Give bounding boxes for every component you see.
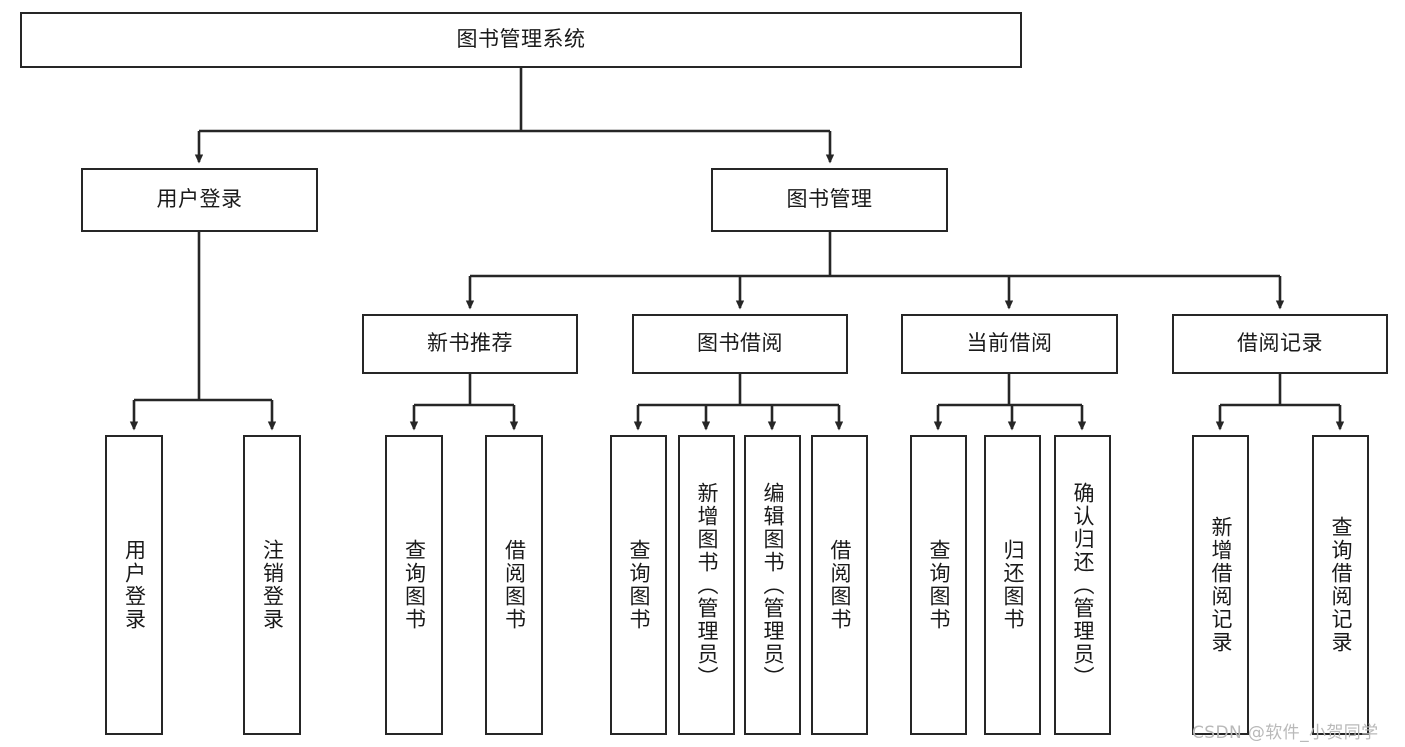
node-level2-0-label: 用户登录: [156, 187, 243, 212]
node-leaf-8[interactable]: 查询图书: [910, 435, 967, 735]
node-level3-3-label: 借阅记录: [1237, 331, 1323, 356]
node-leaf-0-label: 用户登录: [122, 539, 147, 631]
node-leaf-12-label: 查询借阅记录: [1329, 516, 1353, 654]
node-level2-0[interactable]: 用户登录: [81, 168, 318, 232]
node-leaf-4[interactable]: 查询图书: [610, 435, 667, 735]
node-level3-0-label: 新书推荐: [427, 331, 513, 356]
node-leaf-11-label: 新增借阅记录: [1209, 516, 1233, 654]
node-leaf-4-label: 查询图书: [627, 539, 651, 631]
node-leaf-11[interactable]: 新增借阅记录: [1192, 435, 1249, 735]
node-level3-3[interactable]: 借阅记录: [1172, 314, 1388, 374]
node-leaf-6[interactable]: 编辑图书（管理员）: [744, 435, 801, 735]
csdn-watermark: CSDN @软件_小贺同学: [1192, 723, 1379, 743]
node-leaf-3[interactable]: 借阅图书: [485, 435, 543, 735]
node-leaf-5-label: 新增图书（管理员）: [695, 481, 719, 689]
node-leaf-12[interactable]: 查询借阅记录: [1312, 435, 1369, 735]
node-level2-1-label: 图书管理: [786, 187, 873, 212]
node-level2-1[interactable]: 图书管理: [711, 168, 948, 232]
node-leaf-2-label: 查询图书: [402, 539, 427, 631]
node-leaf-10-label: 确认归还（管理员）: [1071, 481, 1095, 689]
node-level3-1-label: 图书借阅: [697, 331, 783, 356]
node-level3-1[interactable]: 图书借阅: [632, 314, 848, 374]
node-level3-2[interactable]: 当前借阅: [901, 314, 1118, 374]
node-leaf-9-label: 归还图书: [1001, 539, 1025, 631]
node-leaf-10[interactable]: 确认归还（管理员）: [1054, 435, 1111, 735]
node-leaf-7-label: 借阅图书: [828, 539, 852, 631]
node-leaf-5[interactable]: 新增图书（管理员）: [678, 435, 735, 735]
node-leaf-1-label: 注销登录: [260, 539, 285, 631]
node-leaf-8-label: 查询图书: [927, 539, 951, 631]
node-leaf-2[interactable]: 查询图书: [385, 435, 443, 735]
node-leaf-0[interactable]: 用户登录: [105, 435, 163, 735]
node-leaf-3-label: 借阅图书: [502, 539, 527, 631]
node-leaf-1[interactable]: 注销登录: [243, 435, 301, 735]
node-leaf-6-label: 编辑图书（管理员）: [761, 481, 785, 689]
node-level3-0[interactable]: 新书推荐: [362, 314, 578, 374]
node-leaf-9[interactable]: 归还图书: [984, 435, 1041, 735]
node-leaf-7[interactable]: 借阅图书: [811, 435, 868, 735]
node-root-label: 图书管理系统: [456, 27, 586, 52]
node-root[interactable]: 图书管理系统: [20, 12, 1022, 68]
node-level3-2-label: 当前借阅: [966, 331, 1053, 356]
